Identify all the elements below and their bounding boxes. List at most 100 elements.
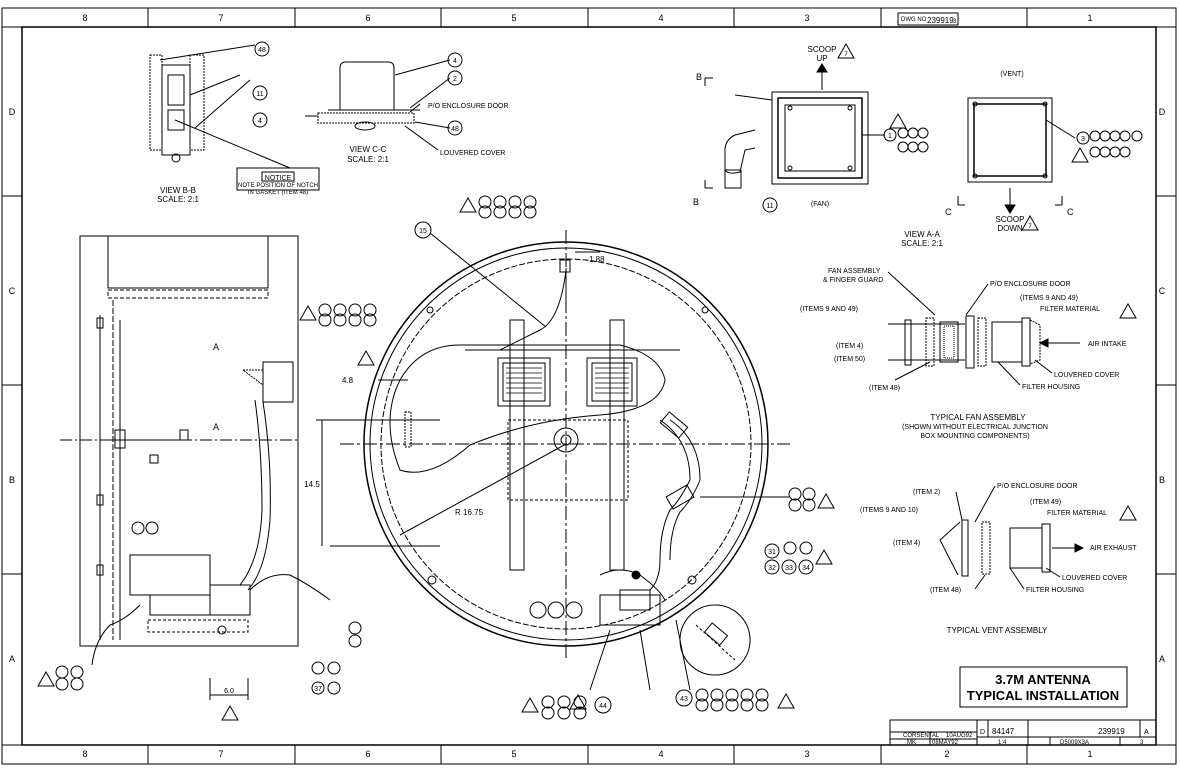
vent-item-49: (ITEM 49)	[1030, 499, 1061, 506]
vent-item-48: (ITEM 48)	[930, 587, 961, 594]
tri-18-vent	[1071, 146, 1089, 163]
zone-right-c: C	[1159, 286, 1166, 296]
zone-right-a: A	[1159, 654, 1165, 664]
scoop-up-1: SCOOP	[808, 45, 837, 54]
tb-drawn: CORSENTAL	[903, 733, 940, 739]
fan-assembly-sub1: (SHOWN WITHOUT ELECTRICAL JUNCTION	[902, 424, 1048, 431]
balloon-group-14-13	[700, 487, 835, 512]
fan-guard-2: & FINGER GUARD	[823, 277, 883, 284]
zone-top-6: 6	[365, 13, 370, 23]
fan-filter-housing: FILTER HOUSING	[1022, 384, 1080, 391]
fan-assembly-detail: FAN ASSEMBLY & FINGER GUARD P/O ENCLOSUR…	[800, 268, 1127, 440]
dim-r-16-75: R 16.75	[455, 508, 484, 517]
notice-text-1: NOTE POSITION OF NOTCH	[238, 183, 318, 189]
zone-bottom-5: 5	[511, 749, 516, 759]
svg-text:4: 4	[453, 58, 457, 65]
balloon-group-36: 37	[311, 661, 341, 695]
tb-sheet: 3	[1140, 740, 1144, 746]
zone-bottom-6: 6	[365, 749, 370, 759]
svg-text:43: 43	[680, 696, 688, 703]
top-dwg-sheet: 3	[953, 19, 957, 25]
tb-cage: 84147	[992, 727, 1015, 736]
svg-text:33: 33	[785, 565, 793, 572]
fan-assembly-title: TYPICAL FAN ASSEMBLY	[930, 413, 1026, 422]
balloon-group-bottom-16: 44	[521, 695, 612, 720]
fan-items-9-49-right: (ITEMS 9 AND 49)	[1020, 295, 1078, 302]
svg-text:32: 32	[768, 565, 776, 572]
zone-top-3: 3	[804, 13, 809, 23]
balloon-group-31: 31 32 33 34	[764, 541, 833, 575]
zone-left-c: C	[9, 286, 16, 296]
svg-text:31: 31	[768, 549, 776, 556]
dim-4-8: 4.8	[342, 376, 354, 385]
zone-left-a: A	[9, 654, 15, 664]
outer-border	[1, 7, 1177, 765]
fan-louvered: LOUVERED COVER	[1054, 372, 1119, 379]
zone-top-8: 8	[82, 13, 87, 23]
fan-item-50: (ITEM 50)	[834, 356, 865, 363]
balloon-3-vent: 3	[1076, 131, 1090, 145]
zone-bottom-8: 8	[82, 749, 87, 759]
view-aa-scale: SCALE: 2:1	[901, 239, 943, 248]
vent-items-9-10: (ITEMS 9 AND 10)	[860, 507, 918, 514]
scoop-up-2: UP	[816, 54, 827, 63]
fan-label: (FAN)	[811, 201, 829, 208]
dim-14-5: 14.5	[304, 480, 320, 489]
top-dwg-number: 239919	[927, 16, 954, 25]
sec-a-top: A	[213, 342, 219, 352]
notice-text-2: IN GASKET (ITEM 48)	[248, 190, 308, 196]
balloon-48-cc: 48	[447, 120, 463, 136]
scoop-down-2: DOWN	[997, 224, 1023, 233]
vent-door-label: P/O ENCLOSURE DOOR	[997, 483, 1078, 490]
fan-assembly-sub2: BOX MOUNTING COMPONENTS)	[920, 433, 1029, 440]
balloon-4-bb: 4	[252, 112, 268, 128]
tri-19-side	[221, 704, 239, 721]
balloon-2-cc: 2	[447, 70, 463, 86]
tb-dwg-no: 239919	[1098, 727, 1125, 736]
fan-item-4: (ITEM 4)	[836, 343, 863, 350]
zone-bottom-1: 1	[1087, 749, 1092, 759]
zone-left-d: D	[9, 107, 16, 117]
vent-item-4: (ITEM 4)	[893, 540, 920, 547]
tb-chk: MK	[907, 740, 916, 746]
svg-text:1: 1	[888, 133, 892, 140]
antenna-main-view: 14.5 4.8 1.88 R 16.75	[304, 230, 790, 691]
sec-c-left: C	[945, 207, 952, 217]
tb-size: D	[980, 729, 985, 736]
vent-filter-material: FILTER MATERIAL	[1047, 510, 1107, 517]
fan-guard-1: FAN ASSEMBLY	[828, 268, 881, 275]
fan-item-48: (ITEM 48)	[869, 385, 900, 392]
scoop-down-1: SCOOP	[996, 215, 1025, 224]
zone-top-7: 7	[218, 13, 223, 23]
tb-scale: 1:4	[998, 740, 1007, 746]
tri-18-fan	[889, 112, 907, 129]
zone-top-4: 4	[658, 13, 663, 23]
cc-louvered-label: LOUVERED COVER	[440, 150, 505, 157]
view-aa-title: VIEW A-A	[904, 230, 940, 239]
balloon-group-left-10	[299, 303, 377, 327]
balloon-11-bb: 11	[252, 85, 268, 101]
inner-border	[21, 26, 1157, 746]
balloon-group-fan-items	[897, 127, 929, 153]
balloon-group-left-14	[37, 665, 84, 691]
svg-text:4: 4	[258, 118, 262, 125]
tri-19-vent	[1119, 504, 1137, 521]
notice-label: NOTICE	[265, 175, 292, 182]
tb-file: D5009X3A	[1060, 740, 1089, 746]
zone-ticks	[2, 8, 1176, 764]
view-bb-scale: SCALE: 2:1	[157, 195, 199, 204]
view-bb-title: VIEW B-B	[160, 186, 196, 195]
vent-filter-housing: FILTER HOUSING	[1026, 587, 1084, 594]
svg-text:3: 3	[1081, 136, 1085, 143]
zone-top-1: 1	[1087, 13, 1092, 23]
view-a-a: SCOOP UP 7 B B (FAN) (VENT) SCOOP DOWN 7…	[693, 42, 1076, 248]
svg-text:11: 11	[766, 203, 773, 210]
tri-7-down: 7	[1028, 224, 1032, 230]
title-box: 3.7M ANTENNA TYPICAL INSTALLATION	[959, 666, 1128, 708]
zone-right-b: B	[1159, 475, 1165, 485]
sec-b-bottom: B	[693, 197, 699, 207]
balloon-group-vent-items	[1089, 130, 1143, 158]
balloon-4-cc: 4	[447, 52, 463, 68]
